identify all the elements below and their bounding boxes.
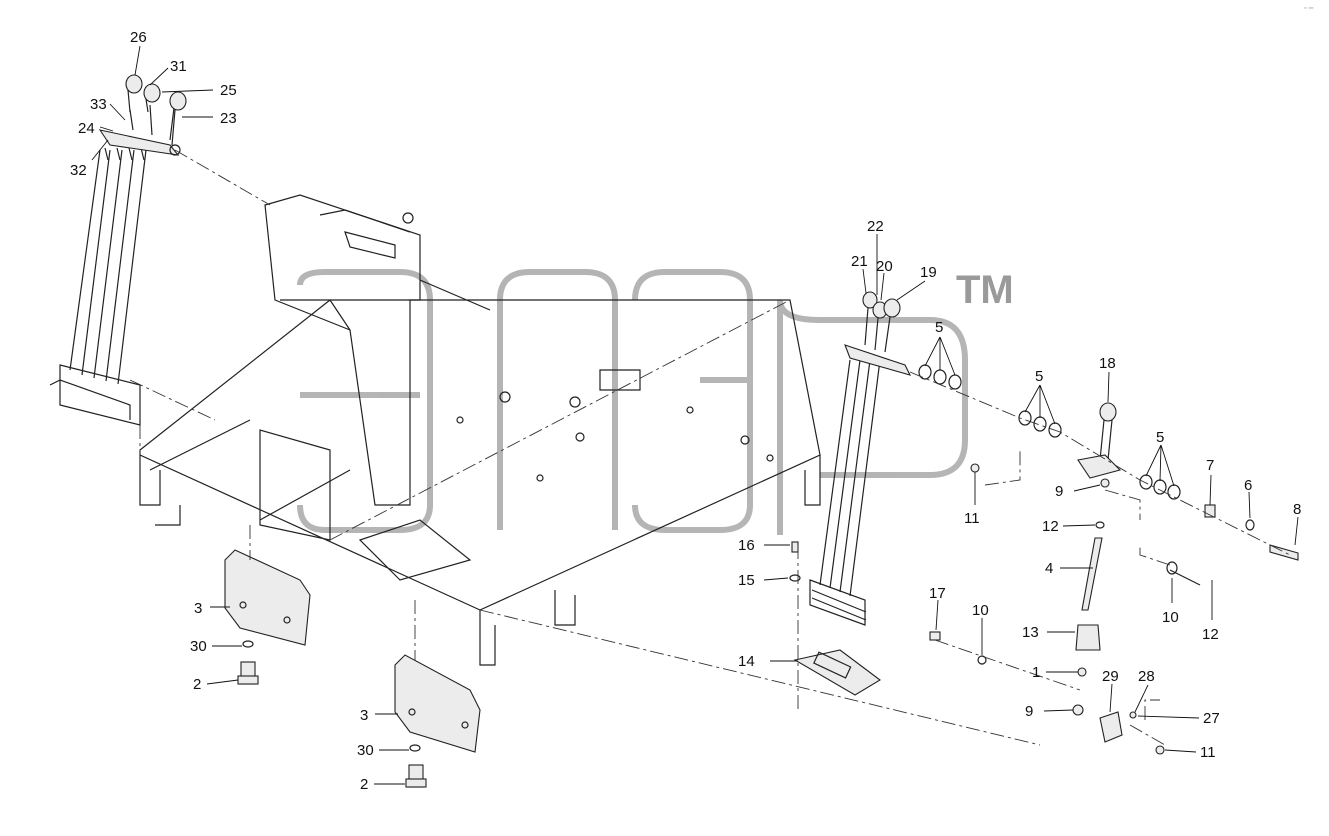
callout-numbers: 26 31 25 23 33 24 32 22 21 20 19 5 5 5 1… bbox=[70, 29, 1301, 793]
callout-32: 32 bbox=[70, 162, 87, 179]
control-console bbox=[264, 194, 491, 506]
callout-11a: 11 bbox=[964, 510, 980, 527]
callout-1: 1 bbox=[1032, 664, 1040, 681]
callout-26: 26 bbox=[130, 29, 147, 46]
small-hardware bbox=[789, 463, 1299, 755]
callout-24: 24 bbox=[78, 120, 95, 137]
callout-28: 28 bbox=[1138, 668, 1155, 685]
callout-4: 4 bbox=[1045, 560, 1053, 577]
callout-30a: 30 bbox=[190, 638, 207, 655]
callout-12a: 12 bbox=[1042, 518, 1059, 535]
callout-7: 7 bbox=[1206, 457, 1214, 474]
callout-5c: 5 bbox=[1156, 429, 1164, 446]
callout-3a: 3 bbox=[194, 600, 202, 617]
callout-25: 25 bbox=[220, 82, 237, 99]
corner-mark: ▫ ▫▫ bbox=[1304, 5, 1313, 12]
callout-6: 6 bbox=[1244, 477, 1252, 494]
callout-13: 13 bbox=[1022, 624, 1039, 641]
lever-18 bbox=[1077, 402, 1122, 479]
watermark-logo bbox=[297, 269, 968, 535]
control-plate bbox=[793, 649, 881, 696]
callout-29: 29 bbox=[1102, 668, 1119, 685]
callout-15: 15 bbox=[738, 572, 755, 589]
callout-22: 22 bbox=[867, 218, 884, 235]
bolt-right bbox=[405, 744, 427, 788]
callout-31: 31 bbox=[170, 58, 187, 75]
callout-21: 21 bbox=[851, 253, 868, 270]
side-bracket-right bbox=[394, 654, 481, 753]
callout-10a: 10 bbox=[1162, 609, 1179, 626]
main-frame bbox=[139, 299, 821, 666]
callout-30b: 30 bbox=[357, 742, 374, 759]
callout-19: 19 bbox=[920, 264, 937, 281]
callout-18: 18 bbox=[1099, 355, 1116, 372]
washers-5 bbox=[918, 364, 1181, 500]
leader-lines bbox=[91, 45, 1299, 785]
callout-5b: 5 bbox=[1035, 368, 1043, 385]
callout-12b: 12 bbox=[1202, 626, 1219, 643]
assembly-centerlines bbox=[129, 149, 1291, 746]
callout-2b: 2 bbox=[360, 776, 368, 793]
side-bracket-left bbox=[224, 549, 311, 646]
bolt-left bbox=[237, 640, 259, 685]
callout-17: 17 bbox=[929, 585, 946, 602]
callout-23: 23 bbox=[220, 110, 237, 127]
right-lever-assembly bbox=[809, 291, 912, 626]
callout-3b: 3 bbox=[360, 707, 368, 724]
callout-27: 27 bbox=[1203, 710, 1220, 727]
callout-9a: 9 bbox=[1055, 483, 1063, 500]
callout-5a: 5 bbox=[935, 319, 943, 336]
callout-2a: 2 bbox=[193, 676, 201, 693]
left-lever-assembly bbox=[49, 74, 187, 426]
callout-33: 33 bbox=[90, 96, 107, 113]
callout-10b: 10 bbox=[972, 602, 989, 619]
callout-14: 14 bbox=[738, 653, 755, 670]
callout-8: 8 bbox=[1293, 501, 1301, 518]
callout-20: 20 bbox=[876, 258, 893, 275]
callout-9b: 9 bbox=[1025, 703, 1033, 720]
callout-16: 16 bbox=[738, 537, 755, 554]
watermark-tm: TM bbox=[956, 268, 1014, 312]
callout-11b: 11 bbox=[1200, 744, 1216, 761]
